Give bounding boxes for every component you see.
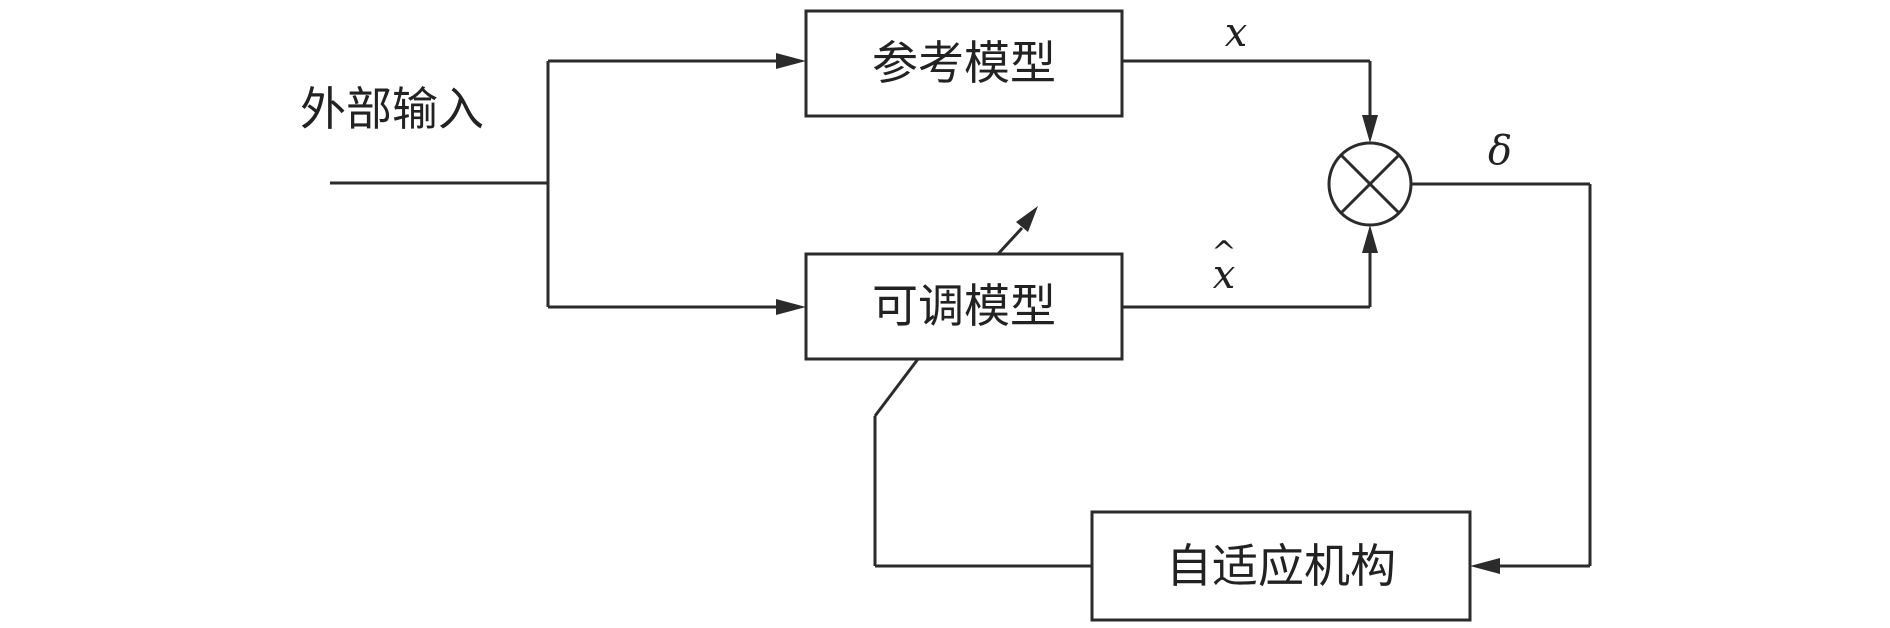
signal-x-hat-label: x: [1213, 252, 1236, 298]
signal-hat-accent: ^: [1211, 235, 1236, 270]
adjustable-model-label: 可调模型: [872, 279, 1056, 333]
signal-x-label: x: [1225, 10, 1248, 56]
adjustable-model-block: [804, 252, 1124, 361]
reference-down-arrowhead: [1362, 115, 1378, 143]
signal-delta-label: δ: [1488, 128, 1512, 174]
to-reference-arrowhead: [776, 53, 806, 69]
external-input-label: 外部输入: [300, 82, 484, 136]
comparator-cross-b: [1339, 153, 1401, 215]
adjustable-parameter-arrowhead: [1016, 206, 1038, 232]
adjustable-up-arrowhead: [1362, 225, 1378, 253]
reference-model-block: [804, 9, 1124, 118]
reference-model-label: 参考模型: [872, 36, 1056, 90]
error-to-adaptive-arrowhead: [1470, 558, 1500, 574]
to-adjustable-arrowhead: [776, 299, 806, 315]
adaptive-mechanism-label: 自适应机构: [1166, 539, 1396, 593]
feedback-diagonal-line: [873, 358, 920, 417]
adaptive-mechanism-block: [1090, 510, 1472, 622]
adjustable-parameter-line: [996, 226, 1024, 256]
